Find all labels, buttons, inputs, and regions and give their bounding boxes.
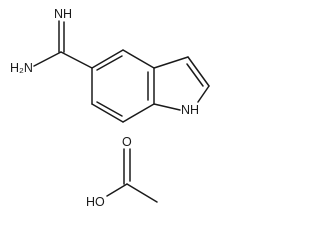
- methyl-bond: [126, 183, 158, 203]
- amidine-ring-bond: [60, 51, 93, 69]
- carboxyl-hydroxyl-bond: [106, 183, 128, 197]
- acetic-acid-molecule: O HO: [86, 135, 158, 209]
- benzene-bond-5-inner: [96, 101, 123, 117]
- benzene-bond-1-inner: [96, 55, 123, 71]
- benzene-bond-4: [122, 103, 155, 123]
- indole-nh-label: NH: [181, 103, 199, 117]
- pyrrole-bond-c3-c2: [187, 56, 210, 87]
- pyrrole-bond-c2-n1: [197, 85, 210, 103]
- pyrrole-bond-c3-c2-inner: [186, 63, 204, 87]
- pyrrole-bond-c3a-c3: [153, 56, 189, 69]
- chemical-structure-diagram: NH H₂N NH O HO: [10, 7, 210, 209]
- benzene-bond-2: [122, 49, 155, 69]
- hydroxyl-label: HO: [86, 195, 105, 209]
- amine-nh2-label: H₂N: [10, 61, 33, 75]
- carbonyl-o-label: O: [122, 135, 132, 149]
- imine-nh-label: NH: [54, 7, 72, 21]
- pyrrole-bond-n1-c7a: [153, 103, 181, 111]
- benzene-bond-5: [91, 103, 124, 123]
- indole-carboximidamide-molecule: NH H₂N NH: [10, 7, 210, 123]
- amidine-amine-bond: [33, 51, 62, 67]
- benzene-bond-1: [91, 49, 124, 69]
